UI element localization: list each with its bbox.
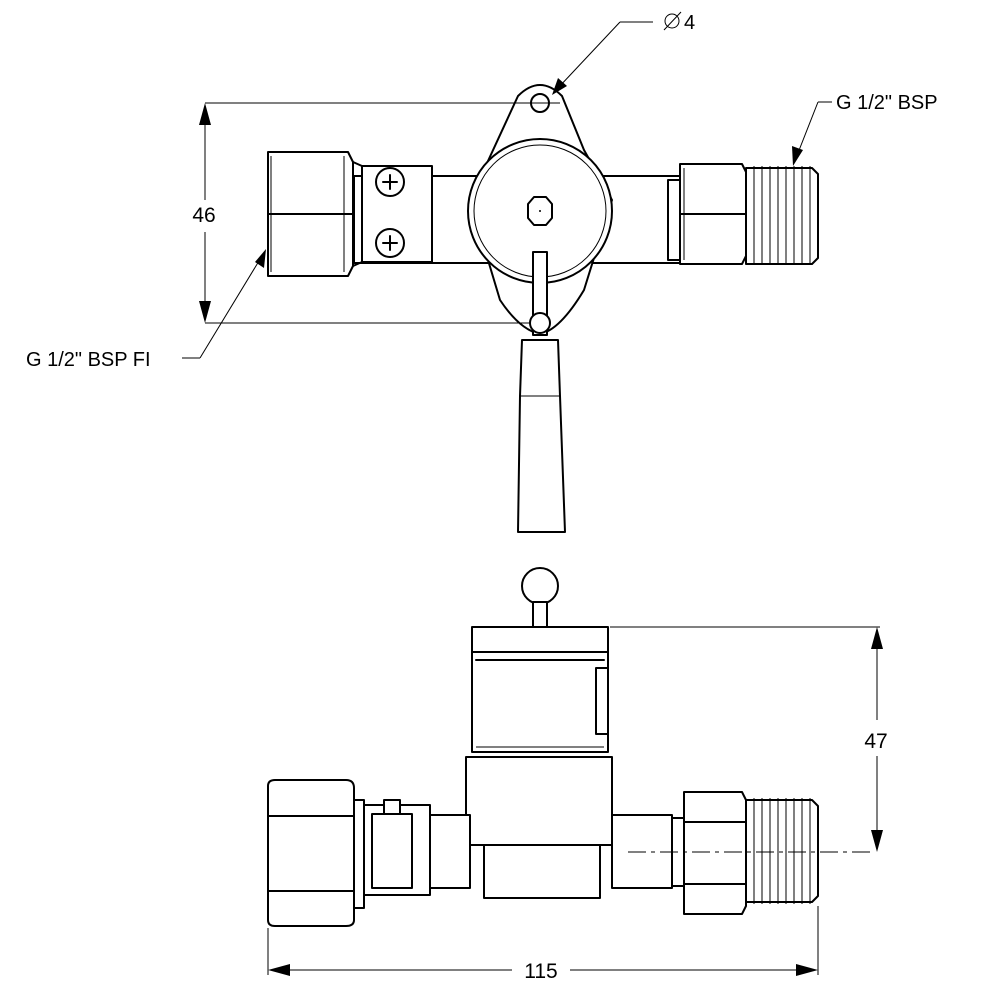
side-pipe <box>429 814 471 889</box>
dimension-47 <box>610 626 883 852</box>
inlet-thread-label: G 1/2" BSP FI <box>26 349 151 371</box>
side-inlet-nut <box>267 779 365 927</box>
dimension-115 <box>267 906 819 976</box>
dimension-46 <box>199 102 560 324</box>
outlet-thread-label: G 1/2" BSP <box>836 92 938 114</box>
side-knob <box>521 567 559 631</box>
side-cap <box>471 626 609 753</box>
top-outlet-fitting <box>667 163 819 265</box>
top-view: 46 4 G 1/2" BSP G 1/2" BSP FI <box>26 11 938 533</box>
dimension-115-label: 115 <box>524 960 557 983</box>
dimension-46-label: 46 <box>192 204 215 227</box>
dimension-47-label: 47 <box>864 730 887 753</box>
top-inlet-nut <box>267 151 363 277</box>
side-outlet-fitting <box>671 791 819 915</box>
outlet-thread-callout <box>792 101 832 166</box>
top-handle <box>517 251 566 533</box>
side-view: 47 115 <box>267 567 888 983</box>
inlet-thread-callout <box>182 249 266 359</box>
diameter-callout <box>552 11 682 95</box>
top-screw-block <box>361 165 433 263</box>
diameter-symbol-icon <box>664 13 680 29</box>
side-lock-block <box>363 799 431 896</box>
side-body <box>465 756 613 899</box>
diameter-label: 4 <box>684 12 695 34</box>
